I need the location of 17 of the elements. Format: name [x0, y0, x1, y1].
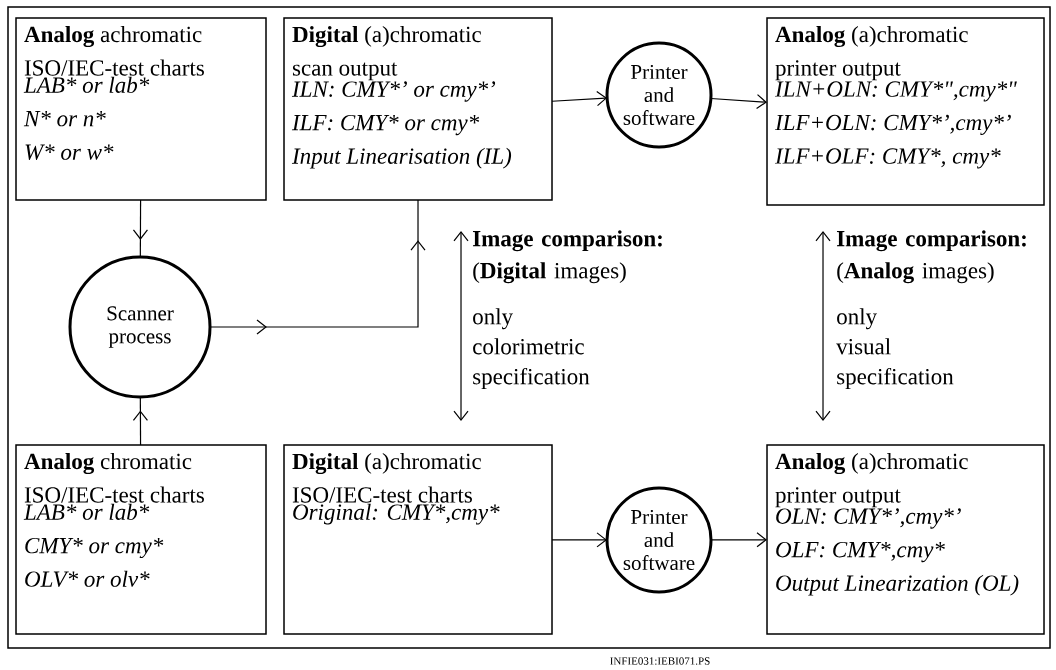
arrow — [551, 91, 608, 107]
comparison-note: only visual specification — [836, 308, 954, 390]
process-box: Analog (a)chromatic printer output OLN: CMY*’,cmy*’ OLF: CMY*,cmy* Output Linearization (OL) — [766, 444, 1045, 635]
arrow — [710, 94, 767, 110]
process-box: Analog chromatic ISO/IEC-test charts LAB* or lab* CMY* or cmy* OLV* or olv* — [15, 444, 267, 635]
process-box: Analog achromatic ISO/IEC-test charts LAB* or lab* N* or n* W* or w* — [15, 17, 267, 201]
comparison-heading: Image comparison: — [473, 230, 662, 252]
comparison-note: only colorimetric specification — [473, 308, 590, 390]
comparison-heading: Image comparison: — [837, 230, 1026, 252]
arrow — [710, 532, 767, 548]
comparison-heading: (Analog images) — [837, 262, 994, 284]
arrow — [551, 532, 607, 548]
comparison-heading: (Digital images) — [473, 262, 626, 284]
process-box: Analog (a)chromatic printer output ILN+OLN: CMY*",cmy*" ILF+OLN: CMY*’,cmy*’ ILF+OLF: CMY*, cmy* — [766, 17, 1045, 206]
file-name: INFIE031:IEBI071.PS — [610, 657, 710, 665]
process-box: Digital (a)chromatic ISO/IEC-test charts Original: CMY*,cmy* — [283, 444, 553, 635]
process-box: Digital (a)chromatic scan output ILN: CMY*’ or cmy*’ ILF: CMY* or cmy* Input Linearisation (IL) — [283, 17, 553, 201]
